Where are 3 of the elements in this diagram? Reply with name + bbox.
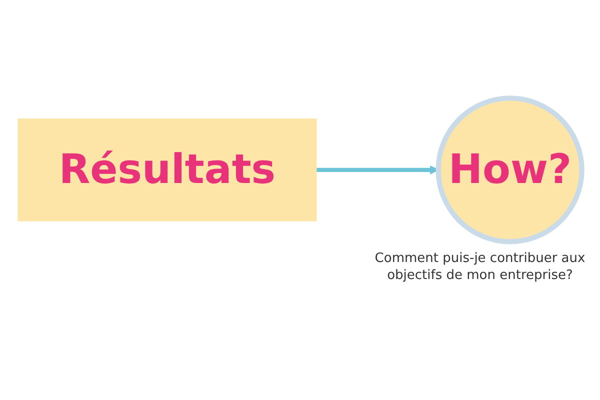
node-circle: How?	[436, 96, 584, 244]
node-caption: Comment puis-je contribuer aux objectifs de mon entreprise?	[374, 250, 586, 285]
node-box: Résultats	[18, 118, 317, 222]
